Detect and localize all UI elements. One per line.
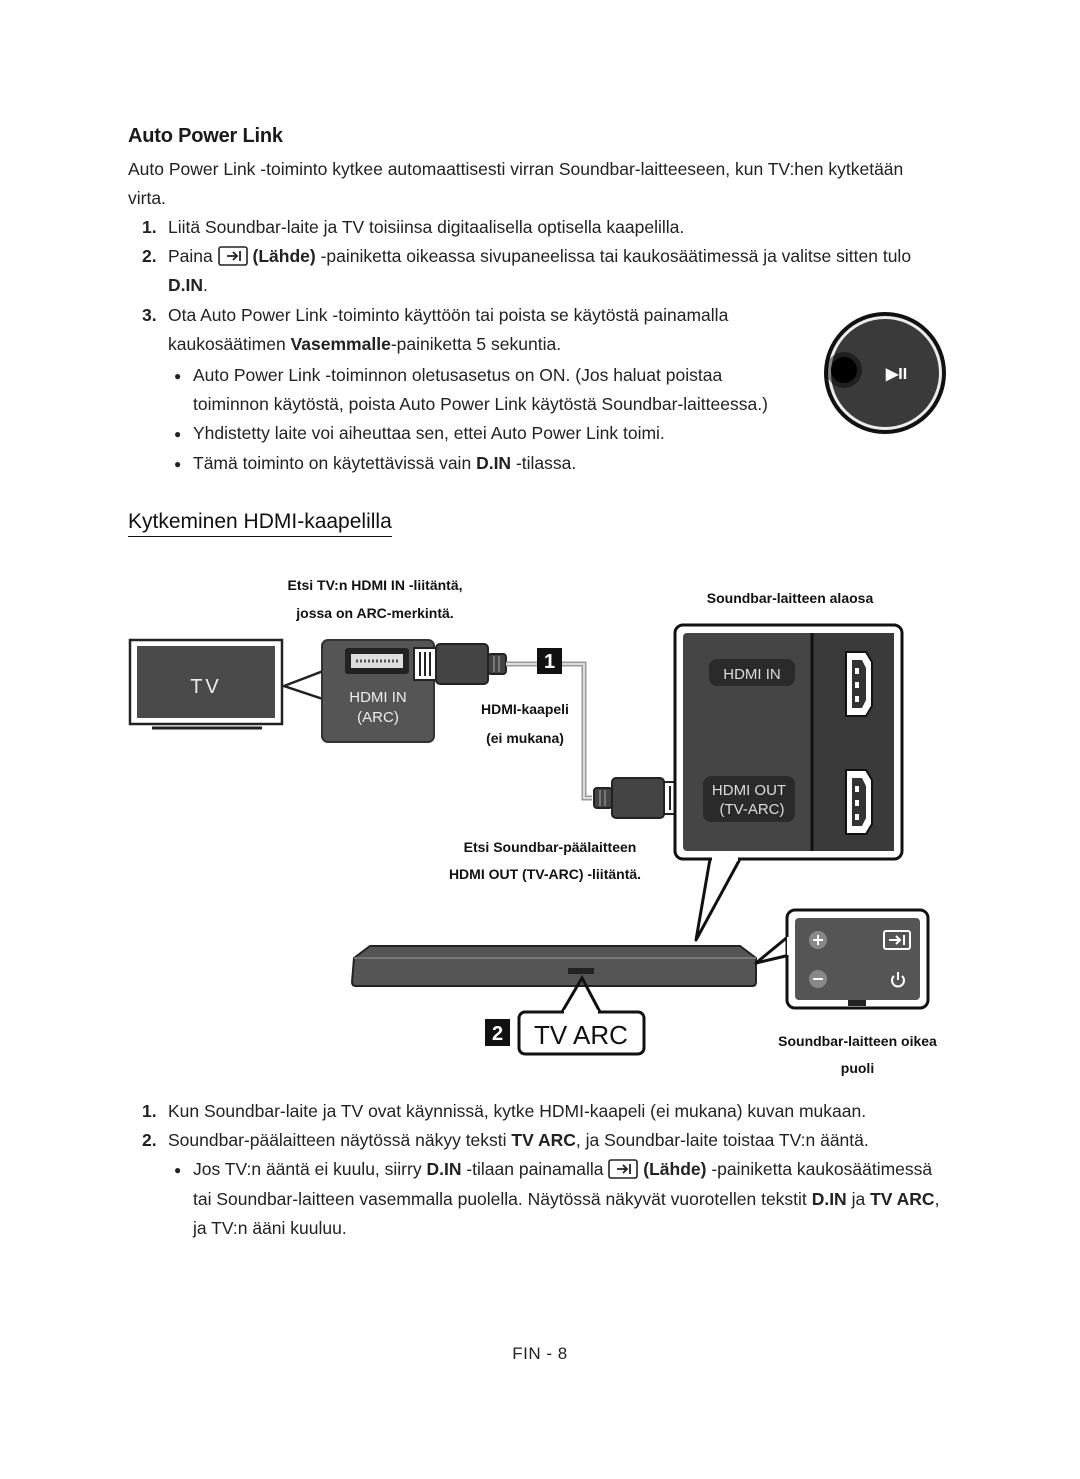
tv-caption-line1: Etsi TV:n HDMI IN -liitäntä,	[287, 577, 463, 593]
section-heading-auto-power-link: Auto Power Link	[128, 125, 283, 147]
tv-icon: TV	[128, 638, 284, 730]
step-text-pre: Soundbar-päälaitteen näytössä näkyy teks…	[168, 1130, 507, 1150]
bullet-text: Auto Power Link -toiminnon oletusasetus …	[193, 365, 723, 385]
step2-badge-text: 2	[492, 1023, 503, 1045]
section-heading-hdmi: Kytkeminen HDMI-kaapelilla	[128, 510, 392, 537]
bullet-text: tai Soundbar-laitteen vasemmalla puolell…	[193, 1189, 807, 1209]
remote-control-illustration: ▶II	[824, 312, 946, 434]
main-caption-line2: HDMI OUT (TV-ARC) -liitäntä.	[448, 866, 642, 882]
tv-caption-line2: jossa on ARC-merkintä.	[296, 605, 454, 621]
step1-badge-text: 1	[544, 651, 555, 673]
bullet-text-pre: Jos TV:n ääntä ei kuulu, siirry	[193, 1159, 422, 1179]
soundbar-icon	[350, 945, 757, 987]
din-label: D.IN	[426, 1159, 462, 1179]
source-icon	[608, 1159, 639, 1179]
period: .	[203, 275, 208, 295]
hdmi-plug-tv-end	[413, 643, 507, 685]
bullet-dot: ●	[174, 457, 182, 471]
hdmi-in-label: HDMI IN	[723, 666, 781, 683]
tv-port-label-line2: (ARC)	[357, 709, 399, 726]
comma: ,	[934, 1189, 940, 1209]
step-text-post: -painiketta 5 sekuntia.	[390, 334, 562, 354]
step-text-post: -painiketta oikeassa sivupaneelissa tai …	[320, 246, 912, 266]
step2-badge	[485, 1019, 510, 1046]
step-text-pre: Paina	[168, 246, 213, 266]
bullet-dot: ●	[174, 1163, 182, 1177]
play-pause-icon: ▶II	[885, 366, 907, 383]
left-label: Vasemmalle	[290, 334, 391, 354]
hdmi-bullet-line3: ja TV:n ääni kuuluu.	[193, 1218, 347, 1238]
source-label: (Lähde)	[643, 1159, 707, 1179]
bullet-text-post: -tilassa.	[515, 453, 577, 473]
hdmi-bullet-line2: tai Soundbar-laitteen vasemmalla puolell…	[193, 1185, 939, 1214]
power-icon	[891, 972, 905, 988]
hdmi-connection-diagram: Etsi TV:n HDMI IN -liitäntä, jossa on AR…	[0, 570, 1080, 1090]
right-side-caption-line2: puoli	[840, 1060, 875, 1076]
intro-line-1: Auto Power Link -toiminto kytkee automaa…	[128, 159, 904, 179]
step-number: 3.	[142, 305, 157, 325]
apl-step-2-line2: D.IN.	[168, 271, 208, 300]
source-button-icon	[883, 930, 911, 950]
apl-bullet-1-line2: toiminnon käytöstä, poista Auto Power Li…	[193, 394, 768, 414]
bullet-dot: ●	[174, 369, 182, 383]
hdmi-out-label-line2: (TV-ARC)	[720, 801, 785, 818]
tv-arc-label: TV ARC	[511, 1130, 576, 1150]
page-number: FIN - 8	[512, 1344, 568, 1363]
bottom-caption: Soundbar-laitteen alaosa	[706, 590, 874, 606]
bullet-text-mid: ja	[851, 1189, 866, 1209]
cable-caption-line2: (ei mukana)	[486, 730, 564, 746]
step-text-post: , ja Soundbar-laite toistaa TV:n ääntä.	[575, 1130, 869, 1150]
soundbar-right-side-panel	[785, 908, 930, 1010]
bullet-text-pre: Tämä toiminto on käytettävissä vain	[193, 453, 472, 473]
soundbar-bottom-panel: HDMI IN HDMI OUT (TV-ARC)	[673, 623, 904, 861]
step-text: Liitä Soundbar-laite ja TV toisiinsa dig…	[168, 217, 685, 237]
tv-arc-display-text: TV ARC	[534, 1020, 628, 1050]
apl-step-3-line2: kaukosäätimen Vasemmalle-painiketta 5 se…	[168, 330, 561, 359]
hdmi-plug-soundbar-end	[593, 777, 687, 819]
step-number: 2.	[142, 246, 157, 266]
bullet-dot: ●	[174, 427, 182, 441]
step-number: 2.	[142, 1130, 157, 1150]
din-label: D.IN	[811, 1189, 847, 1209]
hdmi-out-label-line1: HDMI OUT	[712, 782, 786, 799]
source-label: (Lähde)	[252, 246, 316, 266]
step-text: Ota Auto Power Link -toiminto käyttöön t…	[168, 305, 729, 325]
main-caption-line1: Etsi Soundbar-päälaitteen	[463, 839, 637, 855]
diagram-graphics: TV HDMI IN (ARC) 1	[128, 623, 930, 1056]
bullet-text-mid: -tilaan painamalla	[466, 1159, 604, 1179]
cable-caption-line1: HDMI-kaapeli	[481, 701, 569, 717]
step-text: Kun Soundbar-laite ja TV ovat käynnissä,…	[168, 1101, 867, 1121]
tv-port-label-line1: HDMI IN	[349, 689, 407, 706]
intro-line-2: virta.	[128, 188, 166, 208]
step1-badge	[537, 648, 562, 674]
step-number: 1.	[142, 217, 157, 237]
tv-arc-label: TV ARC	[870, 1189, 935, 1209]
din-label: D.IN	[476, 453, 512, 473]
source-icon	[217, 246, 248, 266]
step-number: 1.	[142, 1101, 157, 1121]
tv-label: TV	[190, 676, 222, 698]
din-label: D.IN	[168, 275, 203, 295]
bullet-text-post: -painiketta kaukosäätimessä	[711, 1159, 933, 1179]
step-text-pre: kaukosäätimen	[168, 334, 286, 354]
bullet-text: Yhdistetty laite voi aiheuttaa sen, ette…	[193, 423, 665, 443]
right-side-caption-line1: Soundbar-laitteen oikea	[778, 1033, 937, 1049]
